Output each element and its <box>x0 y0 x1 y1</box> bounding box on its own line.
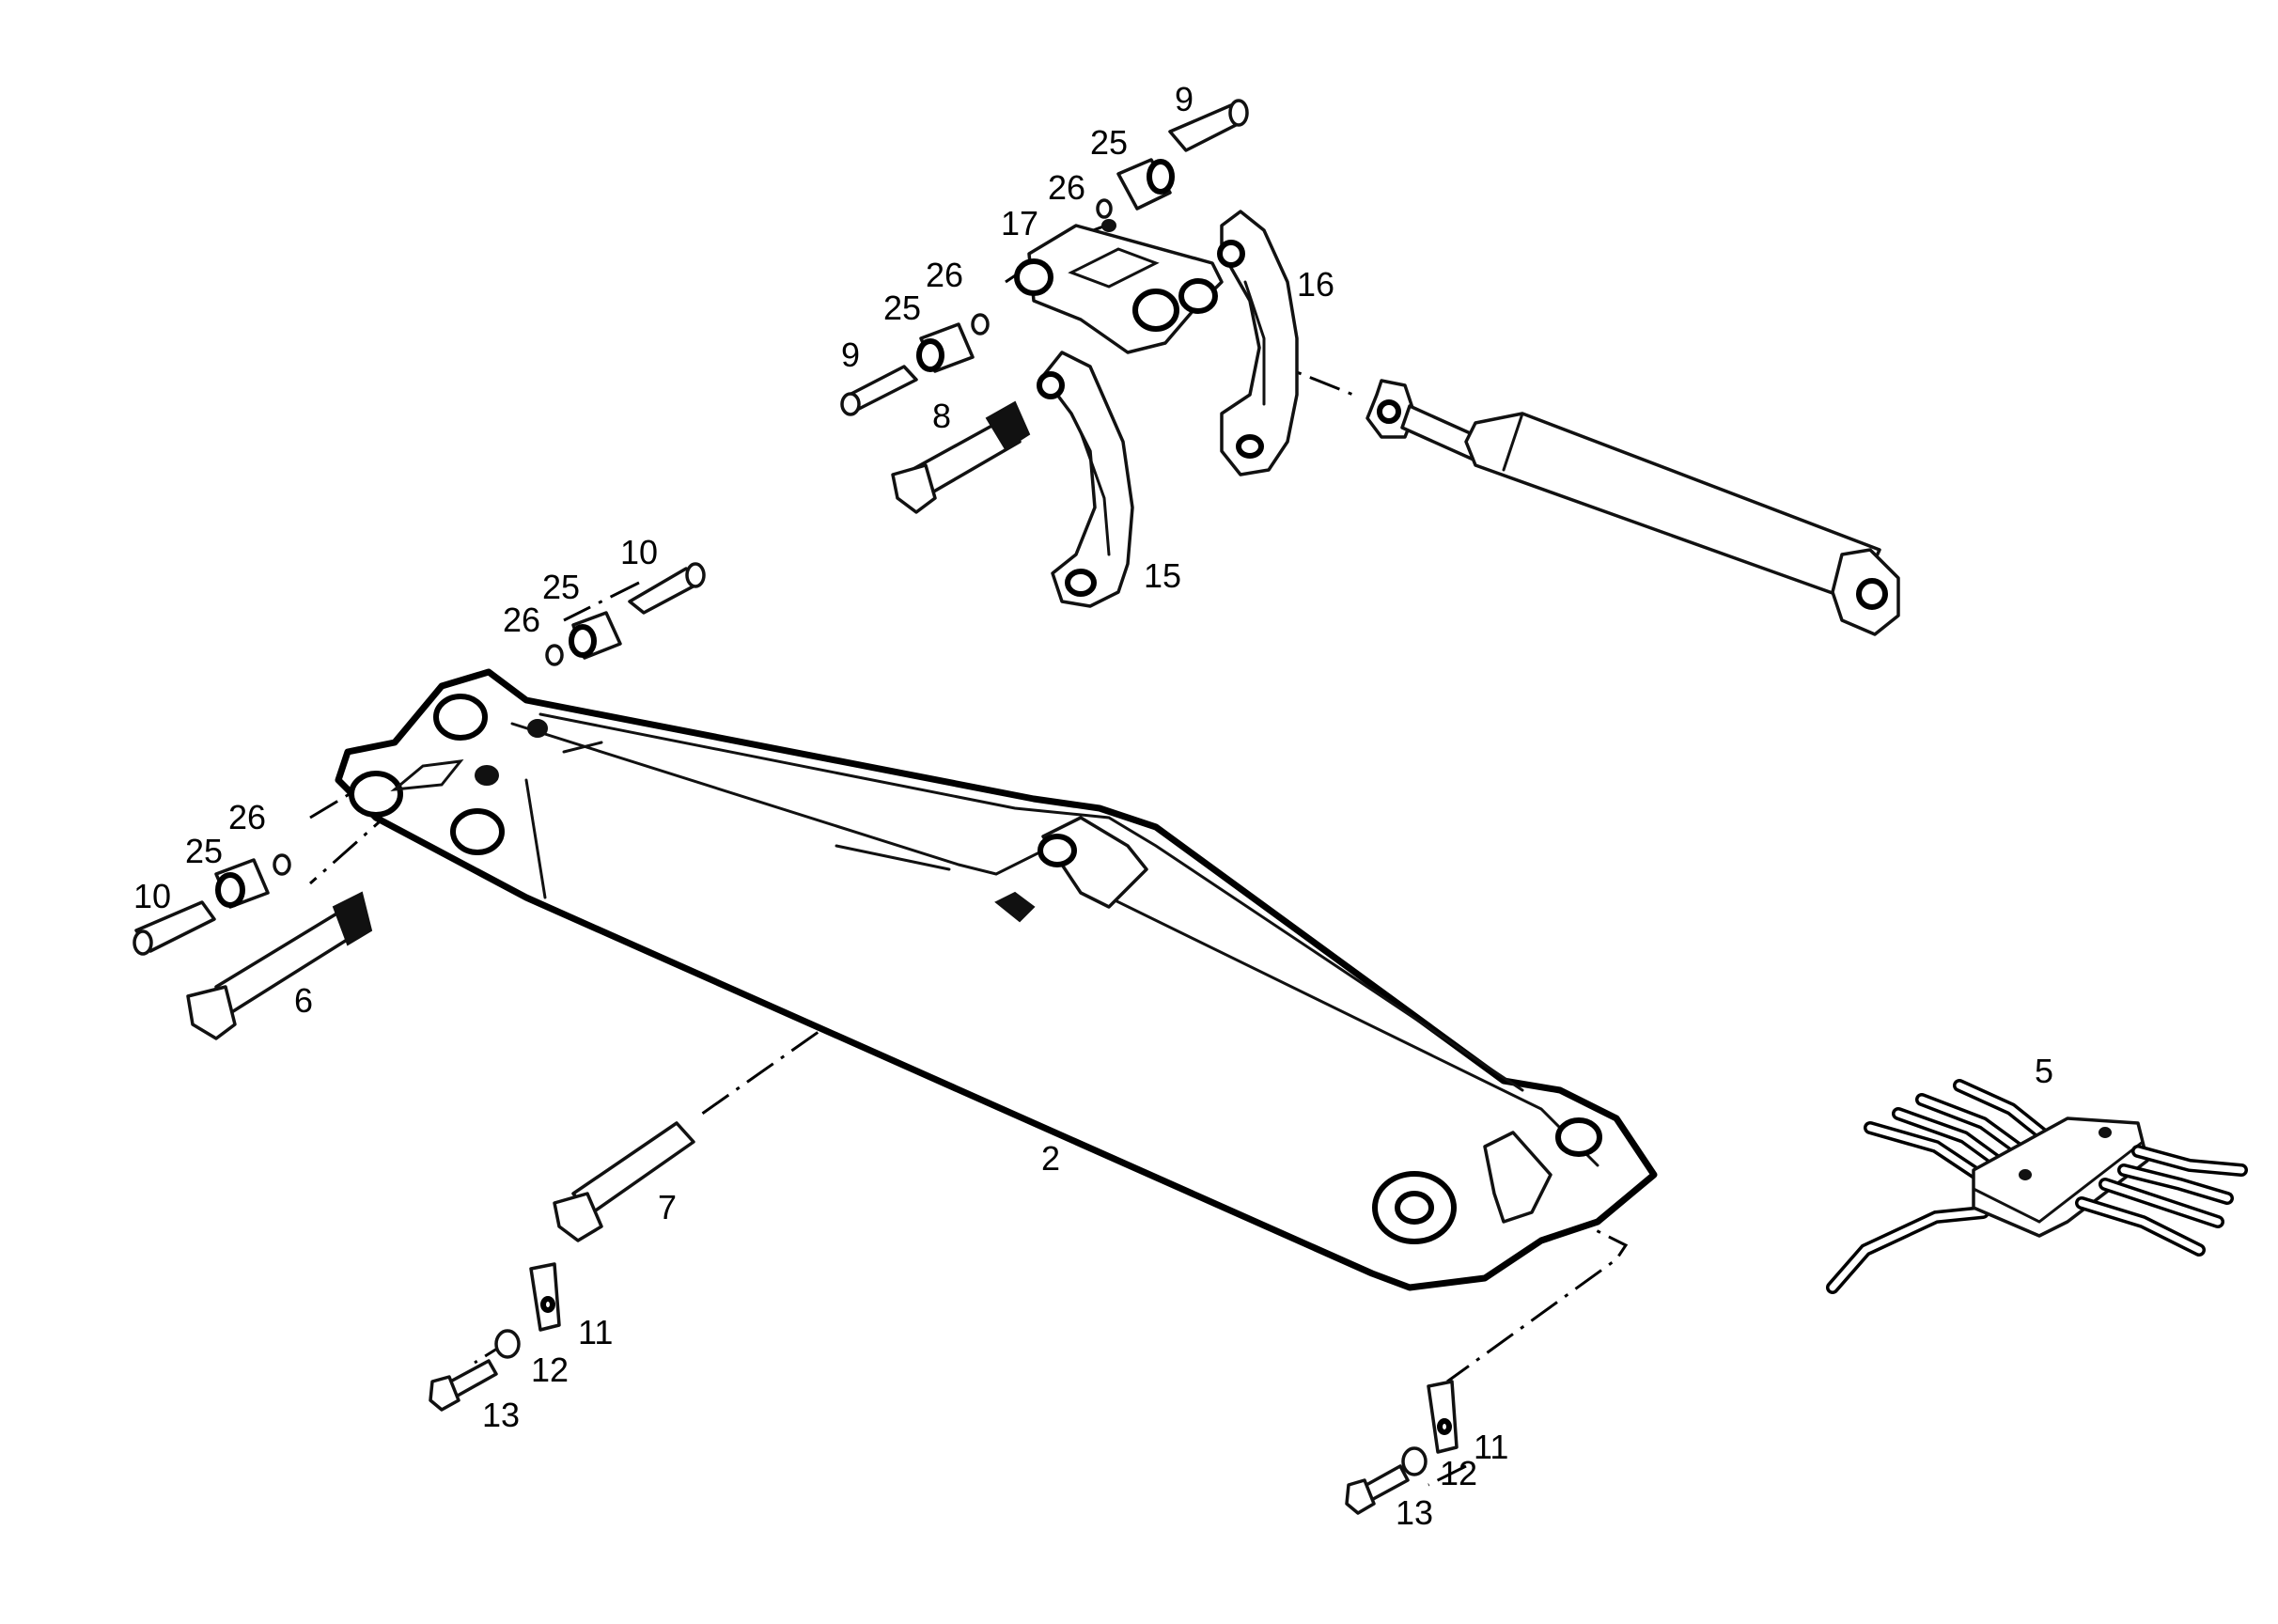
callout-pin-boom-pivot: 6 <box>294 981 313 1020</box>
callout-lock-plate-left: 11 <box>578 1313 613 1351</box>
bolt-right <box>1345 1464 1410 1515</box>
bushing-boom-top <box>569 611 622 660</box>
cylinder-barrel <box>1464 412 1881 603</box>
callout-pin-cylinder: 7 <box>658 1188 677 1226</box>
ring-boom-top <box>545 644 564 666</box>
callout-ring-top-upper: 26 <box>1048 168 1085 207</box>
pin-cylinder <box>553 1121 695 1242</box>
link-left <box>1037 351 1134 608</box>
link-right <box>1217 210 1299 476</box>
callout-labels: 9 25 26 17 16 26 25 9 8 15 10 25 26 26 2… <box>133 80 2053 1532</box>
callout-bolt-left: 13 <box>482 1396 520 1434</box>
pin-link <box>891 400 1031 514</box>
callout-pin-boom-top: 10 <box>620 533 658 571</box>
boom-pivot-hole <box>450 808 505 855</box>
callout-link-right: 16 <box>1297 265 1334 304</box>
pin-boom-left <box>133 900 216 956</box>
pin-top-left <box>840 365 918 416</box>
callout-lever: 17 <box>1001 204 1038 242</box>
callout-pin-boom-left: 10 <box>133 877 171 915</box>
lever <box>1014 219 1224 354</box>
callout-lock-plate-right: 11 <box>1474 1428 1508 1466</box>
pin-boom-top <box>628 562 706 615</box>
boom <box>335 668 1658 1291</box>
pin-top-upper <box>1168 99 1249 152</box>
lock-plate-left <box>529 1262 561 1332</box>
washer-right <box>1401 1446 1428 1476</box>
washer-left <box>494 1329 521 1359</box>
bushing-top-upper <box>1116 158 1175 211</box>
ring-top-left <box>971 313 990 336</box>
lock-plate-right <box>1427 1380 1459 1454</box>
boom-top-eye <box>433 694 488 741</box>
callout-valve-block: 5 <box>2035 1052 2053 1090</box>
bushing-top-left <box>916 322 975 373</box>
pin-boom-pivot <box>186 891 373 1040</box>
callout-pin-top-upper: 9 <box>1175 80 1194 118</box>
callout-ring-boom-left: 26 <box>228 798 266 836</box>
callout-washer-right: 12 <box>1440 1454 1477 1492</box>
callout-washer-left: 12 <box>531 1351 569 1389</box>
callout-boom: 2 <box>1041 1139 1060 1178</box>
ring-top-upper <box>1096 198 1113 219</box>
callout-bushing-boom-top: 25 <box>542 568 580 606</box>
callout-bushing-boom-left: 25 <box>185 832 223 870</box>
bolt-left <box>429 1359 498 1412</box>
callout-ring-top-left: 26 <box>926 256 963 294</box>
ring-boom-left <box>273 853 291 876</box>
callout-pin-link: 8 <box>932 397 951 435</box>
valve-block-assembly <box>1826 1079 2248 1294</box>
callout-bushing-top-left: 25 <box>883 289 921 327</box>
bushing-boom-left <box>214 858 270 909</box>
hydraulic-cylinder <box>1365 379 1900 636</box>
callout-bolt-right: 13 <box>1396 1493 1433 1532</box>
callout-link-left: 15 <box>1144 556 1181 595</box>
callout-pin-top-left: 9 <box>841 336 860 374</box>
callout-bushing-top-upper: 25 <box>1090 123 1128 162</box>
callout-ring-boom-top: 26 <box>503 601 540 639</box>
boom-left-eye <box>349 771 403 818</box>
